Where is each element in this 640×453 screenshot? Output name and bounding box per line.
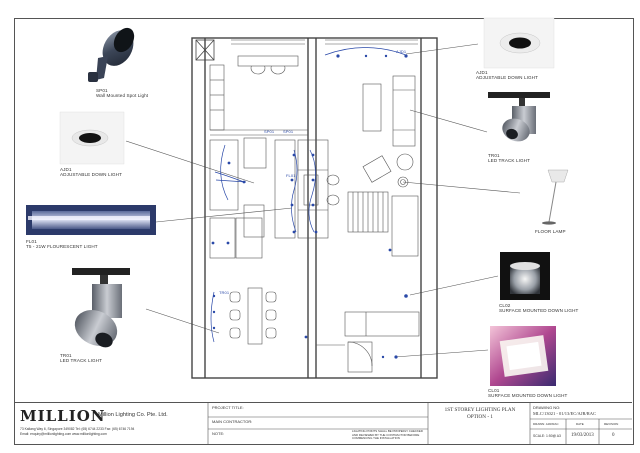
note-label: NOTE: <box>212 431 225 436</box>
main-contractor-label: MAIN CONTRACTOR: <box>212 419 253 424</box>
plan-tag-sp01-b: SP01 <box>283 129 294 134</box>
dining-top <box>237 55 299 75</box>
fl01-fluorescent-image <box>26 205 156 235</box>
note-text: LIGHTING POINTS SHALL BE PROPERLY CHECKE… <box>352 429 423 440</box>
sp01-label: SP01 Wall Mounted Spot Light <box>96 88 148 99</box>
ajd1-left-image <box>59 111 125 165</box>
tr01-right-image <box>488 92 550 142</box>
kitchen-island <box>274 139 340 239</box>
staircase <box>347 191 419 257</box>
dining-lower <box>229 287 277 345</box>
company-address: 73 Kallang Way 6, Singapore 349082 Tel: … <box>20 427 135 431</box>
tr01-right-label: TR01 LED TRACK LIGHT <box>488 153 530 164</box>
living-area <box>362 75 416 188</box>
drawing-title: 1ST STOREY LIGHTING PLAN <box>444 407 516 413</box>
date: 19/03/2013 <box>571 433 594 438</box>
plan-tag-fl01: FL01 <box>286 173 296 178</box>
tr01-right-name: LED TRACK LIGHT <box>488 158 531 164</box>
drawn-label: DRAWN: AJR/RAC <box>533 422 559 426</box>
title-block-grid <box>207 403 632 444</box>
drawing-frame <box>14 18 634 445</box>
plan-tag-ajd1: AJD1 <box>396 49 407 54</box>
ajd1-right-label: AJD1 ADJUSTABLE DOWN LIGHT <box>476 70 538 81</box>
plan-tag-sp01-a: SP01 <box>264 129 275 134</box>
company-logo-text: MILLION <box>20 407 106 425</box>
floor-lamp-name: FLOOR LAMP <box>535 229 566 234</box>
sp01-spotlight-image <box>88 27 135 82</box>
revision: 0 <box>612 433 615 438</box>
left-shelving <box>209 64 267 259</box>
cl01-code: CL01 <box>488 388 500 393</box>
tr01-right-code: TR01 <box>488 153 500 158</box>
company-contact: Email: enquiry@millionlighting.com www.m… <box>20 432 107 436</box>
ajd1-left-label: AJD1 ADJUSTABLE DOWN LIGHT <box>60 167 122 178</box>
sp01-code: SP01 <box>96 88 108 93</box>
cl02-image <box>500 252 550 300</box>
cl01-name: SURFACE MOUNTED DOWN LIGHT <box>488 393 568 399</box>
floor-lamp-label: FLOOR LAMP <box>535 229 566 234</box>
tr01-left-name: LED TRACK LIGHT <box>60 358 103 364</box>
date-label: DATE <box>576 422 584 426</box>
tr01-left-image <box>72 268 130 348</box>
ajd1-right-code: AJD1 <box>476 70 488 75</box>
fl01-code: FL01 <box>26 239 37 244</box>
ajd1-left-name: ADJUSTABLE DOWN LIGHT <box>60 172 122 178</box>
ajd1-right-image <box>483 17 555 69</box>
fl01-label: FL01 T5 - 21W FLOURESCENT LIGHT <box>26 239 98 250</box>
title-block: MILLION Million Lighting Co. Pte. Ltd. 7… <box>14 402 632 444</box>
stair-void <box>195 39 215 61</box>
top-partitions <box>210 39 418 136</box>
floor-lamp-image <box>542 169 569 225</box>
plan-tag-tr01: TR01 <box>219 290 230 295</box>
company-name: Million Lighting Co. Pte. Ltd. <box>98 412 168 418</box>
drawing-option: OPTION - 1 <box>467 414 493 420</box>
revision-label: REVISION <box>604 422 619 426</box>
scale: SCALE: 1:50@ A3 <box>533 434 561 438</box>
plan-fixture-symbols <box>211 54 408 359</box>
cl02-label: CL02 SURFACE MOUNTED DOWN LIGHT <box>499 303 578 314</box>
cl01-label: CL01 SURFACE MOUNTED DOWN LIGHT <box>488 388 567 399</box>
cl02-code: CL02 <box>499 303 511 308</box>
walls <box>191 37 438 379</box>
ajd1-right-name: ADJUSTABLE DOWN LIGHT <box>476 75 538 81</box>
cl02-name: SURFACE MOUNTED DOWN LIGHT <box>499 308 579 314</box>
project-title-label: PROJECT TITLE: <box>212 405 244 410</box>
wiring <box>210 47 407 343</box>
cl01-image <box>490 326 556 386</box>
drawing-no: MLC/13021 - 01/13/EC/AJR/RAC <box>533 411 597 416</box>
drawing-no-label: DRAWING NO: <box>533 405 561 410</box>
leader-lines <box>125 43 521 358</box>
fl01-name: T5 - 21W FLOURESCENT LIGHT <box>26 244 98 250</box>
company-logo: MILLION <box>20 407 106 425</box>
lower-rooms <box>316 311 420 373</box>
tr01-left-code: TR01 <box>60 353 72 358</box>
tr01-left-label: TR01 LED TRACK LIGHT <box>60 353 102 364</box>
sp01-name: Wall Mounted Spot Light <box>96 93 149 99</box>
ajd1-left-code: AJD1 <box>60 167 72 172</box>
